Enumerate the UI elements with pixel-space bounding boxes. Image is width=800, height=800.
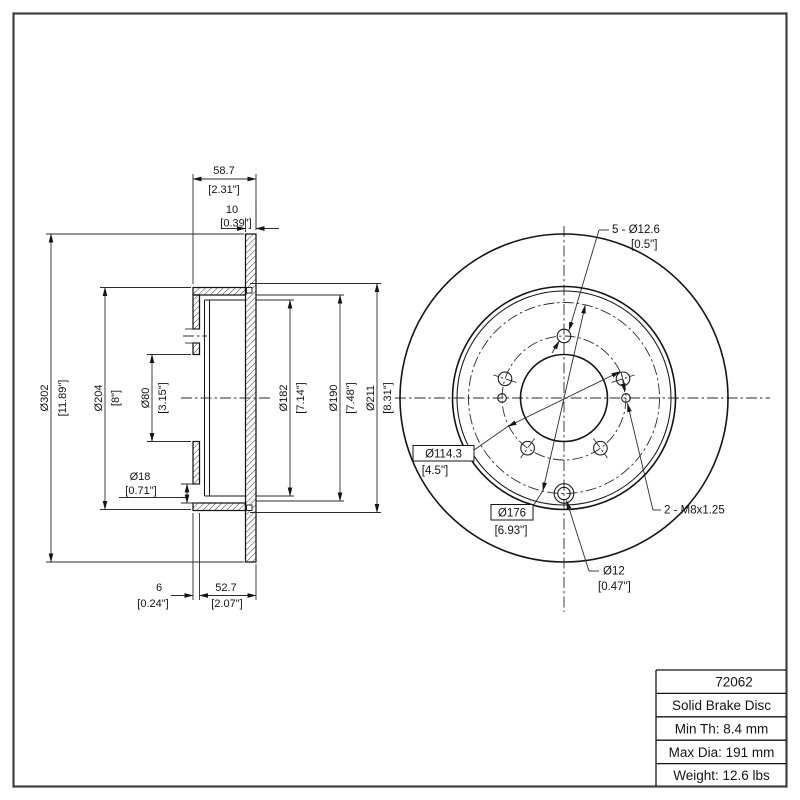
dim-204-mm: Ø204 — [93, 385, 105, 412]
dim-18-in: [0.71"] — [125, 485, 156, 497]
dim-58-in: [2.31"] — [208, 184, 239, 196]
hub-wall-upper — [192, 294, 201, 330]
dim-center-bore: Ø80 [3.15"] — [140, 354, 191, 442]
dim-211-mm: Ø211 — [365, 385, 377, 411]
dim-6-in: [0.24"] — [137, 598, 168, 610]
junction-notch-top — [246, 287, 253, 294]
label-12-text: Ø12 — [603, 566, 625, 578]
hub-hole-edges — [181, 328, 200, 504]
hat-edge-inner-circle — [456, 290, 672, 506]
bolt-circle-bcd — [501, 335, 627, 461]
label-hole-circle: Ø176 [6.93"] — [490, 304, 586, 537]
hat-edge-circle — [451, 285, 677, 511]
dim-18-mm: Ø18 — [130, 471, 151, 483]
label-bcd-in: [4.5"] — [422, 465, 448, 477]
dim-hub-depth: 6 [0.24"] 52.7 [2.07"] — [137, 513, 257, 610]
dim-10-in: [0.39"] — [220, 218, 251, 230]
min-thickness: Min Th: 8.4 mm — [675, 721, 769, 736]
hat-bottom-flange — [192, 502, 247, 512]
hat-top-flange — [192, 286, 247, 296]
pin-hole-circle-bcd — [468, 302, 660, 494]
outer-circle — [399, 233, 729, 563]
label-bcd-text: Ø114.3 — [425, 449, 462, 461]
label-176-text: Ø176 — [498, 508, 526, 520]
label-bolt-circle: Ø114.3 [4.5"] — [412, 371, 621, 477]
dim-190-mm: Ø190 — [328, 385, 340, 412]
label-176-in: [6.93"] — [495, 525, 528, 537]
bolt-hole-lower-right — [593, 440, 608, 456]
max-diameter: Max Dia: 191 mm — [669, 745, 775, 760]
section-dimensions: 58.7 [2.31"] 10 [0.39"] Ø302 [11.89"] Ø2… — [39, 165, 394, 610]
dim-inner-182: Ø182 [7.14"] — [256, 299, 307, 497]
label-m8-text: 2 - M8x1.25 — [664, 505, 725, 517]
weight: Weight: 12.6 lbs — [673, 768, 770, 783]
dim-211-in: [8.31"] — [382, 382, 394, 413]
dim-52-in: [2.07"] — [211, 598, 242, 610]
dim-58-mm: 58.7 — [213, 165, 234, 177]
label-pin-hole: Ø12 [0.47"] — [566, 500, 631, 593]
dim-6-mm: 6 — [156, 582, 162, 594]
dim-pin-hole-section: Ø18 [0.71"] — [119, 471, 190, 504]
service-hole-right — [621, 393, 631, 403]
page-border — [12, 12, 788, 788]
label-bolt-holes: 5 - Ø12.6 [0.5"] — [551, 224, 660, 354]
dim-182-mm: Ø182 — [278, 385, 290, 412]
dim-10-mm: 10 — [226, 204, 238, 216]
dim-hat-diameter: Ø204 [8"] — [93, 287, 191, 510]
dim-80-mm: Ø80 — [140, 388, 152, 409]
dim-52-mm: 52.7 — [215, 582, 236, 594]
dim-204-in: [8"] — [110, 390, 122, 406]
label-bolt-holes-text: 5 - Ø12.6 — [612, 224, 660, 236]
hub-wall-lower — [192, 440, 201, 485]
bolt-hole-lower-left — [520, 440, 535, 456]
service-hole-left — [497, 393, 507, 403]
hub-wall-mid — [192, 342, 201, 356]
label-service-holes: 2 - M8x1.25 — [621, 372, 725, 517]
part-number: 72062 — [715, 675, 753, 690]
dim-inner-211: Ø211 [8.31"] — [250, 283, 394, 513]
dim-inner-190: Ø190 [7.48"] — [256, 294, 357, 502]
dim-190-in: [7.48"] — [345, 382, 357, 413]
dim-80-in: [3.15"] — [157, 382, 169, 413]
bolt-hole-upper-left — [497, 371, 513, 387]
title-block: 72062 Solid Brake Disc Min Th: 8.4 mm Ma… — [655, 669, 787, 787]
junction-notch-bottom — [246, 504, 253, 511]
dim-302-mm: Ø302 — [39, 385, 51, 412]
label-bolt-holes-in: [0.5"] — [631, 239, 657, 251]
label-12-in: [0.47"] — [598, 581, 631, 593]
product-name: Solid Brake Disc — [672, 698, 771, 713]
dim-302-in: [11.89"] — [57, 380, 69, 417]
front-view: 5 - Ø12.6 [0.5"] Ø114.3 [4.5"] Ø176 [6.9… — [399, 224, 729, 612]
dim-182-in: [7.14"] — [295, 382, 307, 413]
dim-outer-diameter: Ø302 [11.89"] — [39, 233, 244, 563]
dim-disc-thickness: 10 [0.39"] — [220, 202, 279, 232]
